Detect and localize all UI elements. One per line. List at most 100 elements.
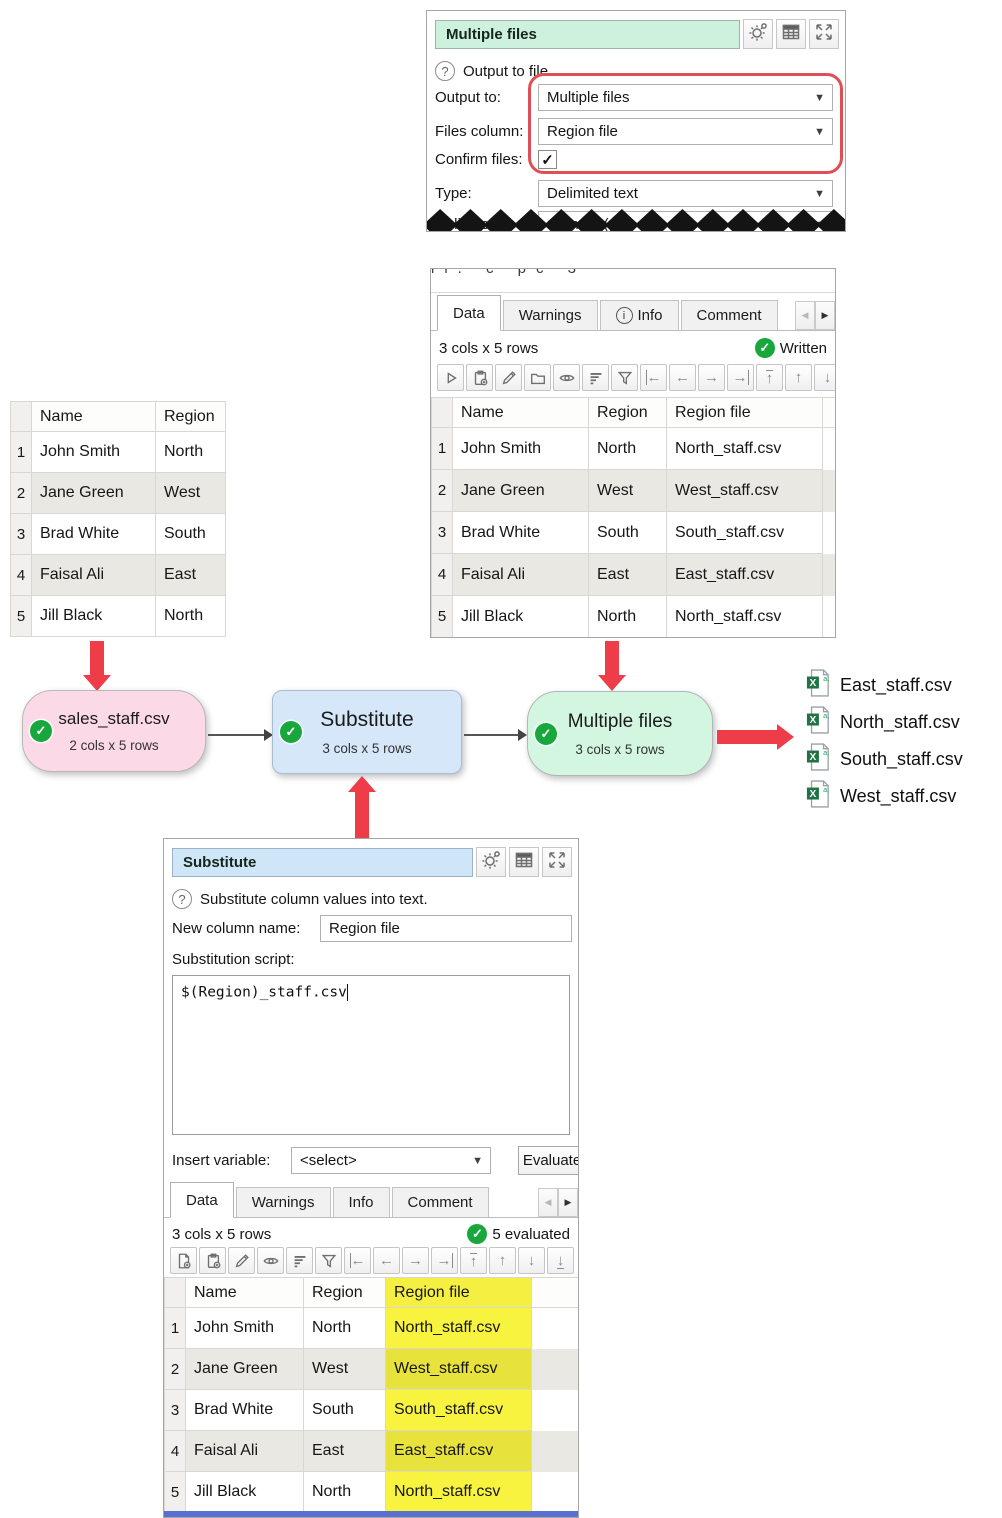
edit-button[interactable] (228, 1247, 255, 1274)
cell-region[interactable]: East (156, 555, 226, 596)
row-number[interactable]: 3 (431, 512, 453, 554)
cell-region-file[interactable]: East_staff.csv (667, 554, 823, 596)
row-number[interactable]: 5 (10, 596, 32, 637)
expand-button[interactable] (809, 19, 839, 49)
column-header-highlighted[interactable]: Region file (386, 1277, 532, 1308)
row-number[interactable]: 2 (431, 470, 453, 512)
evaluate-button[interactable]: Evaluate (518, 1146, 578, 1175)
next-row-button[interactable]: ↓ (518, 1247, 545, 1274)
edit-button[interactable] (495, 364, 522, 391)
sort-button[interactable] (582, 364, 609, 391)
tab-warnings[interactable]: Warnings (235, 1187, 331, 1217)
cell-name[interactable]: Jill Black (32, 596, 156, 637)
cell-region[interactable]: North (304, 1308, 386, 1349)
node-multiple-files[interactable]: ✓ Multiple files 3 cols x 5 rows (527, 691, 713, 776)
paste-button[interactable] (466, 364, 493, 391)
previous-column-button[interactable]: ← (669, 364, 696, 391)
table-view-button[interactable] (509, 847, 539, 877)
first-column-button[interactable]: ← (640, 364, 667, 391)
cell-region-file[interactable]: North_staff.csv (667, 596, 823, 637)
cell-name[interactable]: Jane Green (186, 1349, 304, 1390)
cell-region[interactable]: West (156, 473, 226, 514)
cell-region[interactable]: North (304, 1472, 386, 1513)
cell-region-file[interactable]: West_staff.csv (667, 470, 823, 512)
cell-name[interactable]: John Smith (32, 432, 156, 473)
node-substitute[interactable]: ✓ Substitute 3 cols x 5 rows (272, 690, 462, 774)
cell-region-file[interactable]: South_staff.csv (667, 512, 823, 554)
view-button[interactable] (553, 364, 580, 391)
next-column-button[interactable]: → (698, 364, 725, 391)
cell-name[interactable]: Jill Black (186, 1472, 304, 1513)
cell-name[interactable]: Brad White (453, 512, 589, 554)
horizontal-scrollbar[interactable] (164, 1511, 578, 1517)
cell-name[interactable]: Faisal Ali (32, 555, 156, 596)
open-button[interactable] (524, 364, 551, 391)
tab-scroll-left[interactable]: ◀ (795, 301, 815, 330)
tab-warnings[interactable]: Warnings (502, 300, 598, 330)
cell-name[interactable]: Faisal Ali (453, 554, 589, 596)
previous-row-button[interactable]: ↑ (489, 1247, 516, 1274)
new-file-button[interactable] (170, 1247, 197, 1274)
settings-button[interactable] (743, 19, 773, 49)
row-number[interactable]: 3 (164, 1390, 186, 1431)
row-number[interactable]: 4 (10, 555, 32, 596)
column-header[interactable]: Region (304, 1277, 386, 1308)
tab-comment[interactable]: Comment (391, 1187, 489, 1217)
insert-variable-select[interactable]: <select> ▼ (291, 1147, 491, 1174)
row-number[interactable]: 1 (10, 432, 32, 473)
row-number[interactable]: 3 (10, 514, 32, 555)
column-header[interactable]: Region file (667, 397, 823, 428)
row-number[interactable]: 4 (164, 1431, 186, 1472)
help-icon[interactable]: ? (435, 61, 455, 81)
type-select[interactable]: Delimited text ▼ (538, 180, 833, 207)
column-header[interactable]: Region (156, 401, 226, 432)
expand-button[interactable] (542, 847, 572, 877)
cell-name[interactable]: John Smith (186, 1308, 304, 1349)
filter-button[interactable] (611, 364, 638, 391)
cell-region[interactable]: East (589, 554, 667, 596)
tab-info[interactable]: Info (332, 1187, 390, 1217)
cell-name[interactable]: Faisal Ali (186, 1431, 304, 1472)
sort-button[interactable] (286, 1247, 313, 1274)
row-number[interactable]: 4 (431, 554, 453, 596)
node-sales-staff-csv[interactable]: ✓ sales_staff.csv 2 cols x 5 rows (22, 690, 206, 772)
output-to-select[interactable]: Multiple files ▼ (538, 84, 833, 111)
tab-scroll-right[interactable]: ▶ (558, 1188, 578, 1217)
cell-name[interactable]: Brad White (186, 1390, 304, 1431)
cell-region[interactable]: West (589, 470, 667, 512)
row-number[interactable]: 5 (431, 596, 453, 637)
first-row-button[interactable]: ↑ (460, 1247, 487, 1274)
tab-data[interactable]: Data (437, 295, 501, 331)
cell-region[interactable]: East (304, 1431, 386, 1472)
cell-region-file-highlighted[interactable]: East_staff.csv (386, 1431, 532, 1472)
first-column-button[interactable]: ← (344, 1247, 371, 1274)
first-row-button[interactable]: ↑ (756, 364, 783, 391)
run-button[interactable] (437, 364, 464, 391)
cell-region[interactable]: South (156, 514, 226, 555)
cell-region-file-highlighted[interactable]: North_staff.csv (386, 1472, 532, 1513)
tab-info[interactable]: i Info (599, 300, 679, 330)
last-column-button[interactable]: → (431, 1247, 458, 1274)
cell-region[interactable]: North (589, 596, 667, 637)
previous-column-button[interactable]: ← (373, 1247, 400, 1274)
files-column-select[interactable]: Region file ▼ (538, 118, 833, 145)
cell-name[interactable]: Jane Green (32, 473, 156, 514)
view-button[interactable] (257, 1247, 284, 1274)
cell-region-file-highlighted[interactable]: North_staff.csv (386, 1308, 532, 1349)
column-header[interactable]: Name (186, 1277, 304, 1308)
help-icon[interactable]: ? (172, 889, 192, 909)
tab-scroll-right[interactable]: ▶ (815, 301, 835, 330)
paste-button[interactable] (199, 1247, 226, 1274)
new-column-input[interactable] (320, 915, 572, 942)
cell-region-file[interactable]: North_staff.csv (667, 428, 823, 470)
substitution-script-textarea[interactable]: $(Region)_staff.csv (172, 975, 570, 1135)
last-row-button[interactable]: ↓ (547, 1247, 574, 1274)
next-column-button[interactable]: → (402, 1247, 429, 1274)
last-column-button[interactable]: → (727, 364, 754, 391)
settings-button[interactable] (476, 847, 506, 877)
row-number[interactable]: 2 (10, 473, 32, 514)
cell-region[interactable]: North (156, 596, 226, 637)
cell-region-file-highlighted[interactable]: West_staff.csv (386, 1349, 532, 1390)
cell-name[interactable]: Brad White (32, 514, 156, 555)
confirm-files-checkbox[interactable]: ✓ (538, 150, 557, 169)
